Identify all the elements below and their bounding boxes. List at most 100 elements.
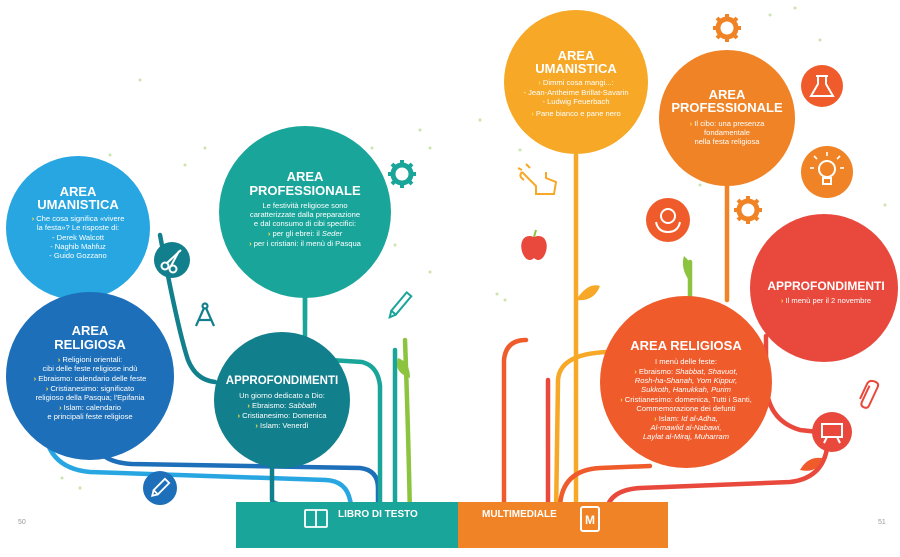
gear-icon xyxy=(734,196,762,224)
presentation-board-icon xyxy=(812,412,852,452)
r-religiosa-line-3: Rosh-ha-Shanah, Yom Kippur, xyxy=(635,376,737,385)
approfondimenti-line-4: Islam: Venerdì xyxy=(260,421,309,430)
umanistica-line-3: - Derek Walcott xyxy=(52,233,105,242)
left-approfondimenti-node: APPROFONDIMENTI Un giorno dedicato a Dio… xyxy=(214,332,350,468)
right-professionale-node: AREA PROFESSIONALE › Il cibo: una presen… xyxy=(659,50,795,186)
right-umanistica-node: AREA UMANISTICA › Dimmi cosa mangi...: -… xyxy=(504,10,648,154)
professionale-line-2: caratterizzate dalla preparazione xyxy=(250,210,360,219)
svg-text:› Dimmi cosa mangi...:: › Dimmi cosa mangi...: xyxy=(538,78,614,87)
left-umanistica-node: AREA UMANISTICA › Che cosa significa «vi… xyxy=(6,156,150,300)
approfondimenti-line-2b: Sabbath xyxy=(288,401,316,410)
r-religiosa-line-9: Laylat al-Miraj, Muharram xyxy=(643,432,729,441)
professionale-title-2: PROFESSIONALE xyxy=(249,183,361,198)
umanistica-line-2: la festa»? Le risposte di: xyxy=(37,223,119,232)
r-religiosa-line-7b: Id al-Adha, xyxy=(681,414,718,423)
r-approfondimenti-line-1: Il menù per il 2 novembre xyxy=(785,296,871,305)
svg-text:M: M xyxy=(585,513,595,527)
approfondimenti-title: APPROFONDIMENTI xyxy=(226,375,338,387)
religiosa-line-2: cibi delle feste religiose indù xyxy=(43,364,138,373)
svg-text:› Ebraismo: calendario delle f: › Ebraismo: calendario delle feste xyxy=(34,374,147,383)
page-number-right: 51 xyxy=(878,519,886,526)
page-number-left: 50 xyxy=(18,519,26,526)
right-religiosa-node: AREA RELIGIOSA I menù delle feste: › Ebr… xyxy=(600,296,772,468)
left-religiosa-node: AREA RELIGIOSA › Religioni orientali: ci… xyxy=(6,292,174,460)
gear-icon xyxy=(713,14,741,42)
religiosa-line-6: Islam: calendario xyxy=(64,403,121,412)
apple-icon xyxy=(521,229,547,260)
r-religiosa-title: AREA RELIGIOSA xyxy=(630,338,742,353)
svg-text:› Il menù per il 2 novembre: › Il menù per il 2 novembre xyxy=(781,296,871,305)
religiosa-line-1: Religioni orientali: xyxy=(62,355,122,364)
svg-text:› Islam: calendario: › Islam: calendario xyxy=(59,403,121,412)
professionale-line-1: Le festività religiose sono xyxy=(262,201,347,210)
flask-icon xyxy=(801,65,843,107)
r-professionale-line-3: nella festa religiosa xyxy=(694,137,760,146)
open-book-icon xyxy=(304,509,328,528)
umanistica-line-4: - Naghib Mahfuz xyxy=(50,242,106,251)
svg-text:› Pane bianco e pane nero: › Pane bianco e pane nero xyxy=(531,109,621,118)
religiosa-line-5: religioso della Pasqua; l'Epifania xyxy=(35,393,145,402)
leaf-icon xyxy=(576,256,822,471)
globe-in-hands-icon xyxy=(646,198,690,242)
libro-di-testo-tab[interactable]: LIBRO DI TESTO xyxy=(304,509,418,528)
r-approfondimenti-title: APPROFONDIMENTI xyxy=(767,279,884,293)
r-religiosa-line-5: Cristianesimo: domenica, Tutti i Santi, xyxy=(625,395,752,404)
religiosa-title-2: RELIGIOSA xyxy=(54,337,126,352)
svg-text:› Islam: Venerdì: › Islam: Venerdì xyxy=(255,421,308,430)
religiosa-title-1: AREA xyxy=(72,323,109,338)
r-umanistica-line-1: Dimmi cosa mangi...: xyxy=(543,78,614,87)
religiosa-line-3: Ebraismo: calendario delle feste xyxy=(38,374,146,383)
r-umanistica-line-3: - Ludwig Feuerbach xyxy=(542,97,609,106)
bottom-bar: LIBRO DI TESTO MULTIMEDIALE M xyxy=(236,502,668,548)
umanistica-title-1: AREA xyxy=(60,184,97,199)
svg-text:› Cristianesimo: significato: › Cristianesimo: significato xyxy=(46,384,135,393)
multimediale-label: MULTIMEDIALE xyxy=(482,509,557,520)
r-professionale-line-2: fondamentale xyxy=(704,128,750,137)
religiosa-line-7: e principali feste religiose xyxy=(47,412,132,421)
leaf-icon xyxy=(396,358,410,378)
multimediale-tab[interactable]: MULTIMEDIALE M xyxy=(482,506,600,532)
professionale-line-3: e dal consumo di cibi specifici: xyxy=(254,219,356,228)
lightbulb-icon xyxy=(801,146,853,198)
r-religiosa-line-7a: Islam: xyxy=(659,414,681,423)
svg-text:› Cristianesimo: domenica, Tut: › Cristianesimo: domenica, Tutti i Santi… xyxy=(620,395,752,404)
svg-text:› Religioni orientali:: › Religioni orientali: xyxy=(58,355,123,364)
scissors-icon xyxy=(154,242,190,278)
svg-text:› Islam: Id al-Adha,: › Islam: Id al-Adha, xyxy=(654,414,718,423)
pencil-icon xyxy=(388,290,413,319)
r-religiosa-line-8: Al-mawlid al-Nabawi, xyxy=(650,423,722,432)
r-umanistica-line-4: Pane bianco e pane nero xyxy=(536,109,621,118)
compass-icon xyxy=(194,302,216,327)
r-umanistica-title-2: UMANISTICA xyxy=(535,61,617,76)
svg-text:› per gli ebrei: il Seder: › per gli ebrei: il Seder xyxy=(268,229,343,238)
svg-text:› Che cosa significa «vivere: › Che cosa significa «vivere xyxy=(32,214,125,223)
r-professionale-title-1: AREA xyxy=(709,87,746,102)
svg-text:› per i cristiani: il menù di: › per i cristiani: il menù di Pasqua xyxy=(249,239,362,248)
pointing-hand-icon xyxy=(517,163,558,195)
svg-text:› Ebraismo: Sabbath: › Ebraismo: Sabbath xyxy=(247,401,316,410)
religiosa-line-4: Cristianesimo: significato xyxy=(50,384,134,393)
r-religiosa-line-4: Sukkoth, Hanukkah, Purim xyxy=(641,385,731,394)
umanistica-line-1: Che cosa significa «vivere xyxy=(36,214,124,223)
approfondimenti-line-2a: Ebraismo: xyxy=(252,401,288,410)
gear-icon xyxy=(388,160,416,188)
professionale-line-5: per i cristiani: il menù di Pasqua xyxy=(254,239,362,248)
pencil-badge-icon xyxy=(143,471,177,505)
r-professionale-line-1: Il cibo: una presenza xyxy=(694,119,765,128)
r-religiosa-line-2a: Ebraismo: xyxy=(639,367,675,376)
r-umanistica-title-1: AREA xyxy=(558,48,595,63)
r-religiosa-line-1: I menù delle feste: xyxy=(655,357,717,366)
professionale-line-4a: per gli ebrei: il xyxy=(272,229,321,238)
libro-di-testo-label: LIBRO DI TESTO xyxy=(338,509,418,520)
left-professionale-node: AREA PROFESSIONALE Le festività religios… xyxy=(219,126,391,298)
professionale-line-4b: Seder xyxy=(322,229,343,238)
paperclip-icon xyxy=(859,379,880,409)
r-religiosa-line-2b: Shabbat, Shavuot, xyxy=(675,367,738,376)
r-religiosa-line-6: Commemorazione dei defunti xyxy=(636,404,736,413)
svg-text:› Ebraismo: Shabbat, Shavuot,: › Ebraismo: Shabbat, Shavuot, xyxy=(634,367,737,376)
umanistica-line-5: - Guido Gozzano xyxy=(49,251,106,260)
r-professionale-title-2: PROFESSIONALE xyxy=(671,100,783,115)
professionale-title-1: AREA xyxy=(287,169,324,184)
svg-text:› Il cibo: una presenza: › Il cibo: una presenza xyxy=(690,119,765,128)
